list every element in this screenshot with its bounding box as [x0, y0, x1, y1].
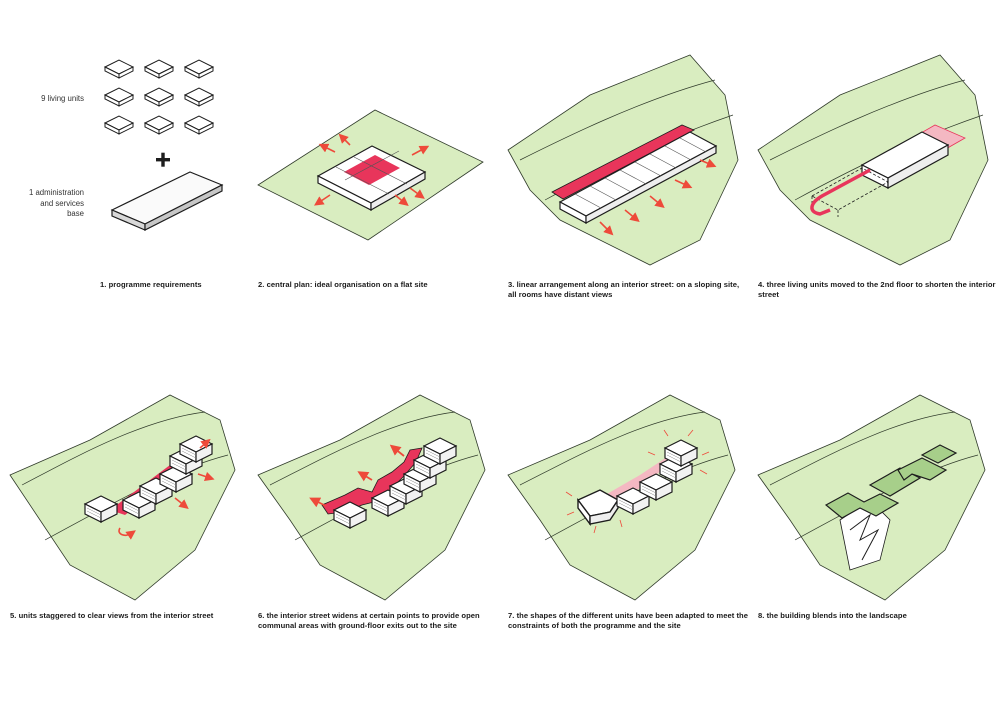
shortened-street-arrow [810, 168, 871, 216]
panel-shapes-adapted [507, 394, 736, 601]
label-admin-line1: 1 administration [28, 188, 84, 197]
caption-8: 8. the building blends into the landscap… [758, 611, 907, 620]
label-admin-line2: and services [40, 198, 84, 208]
green-roof-building [824, 444, 958, 519]
caption-4: 4. three living units moved to the 2nd f… [758, 280, 996, 299]
label-living-units: 9 living units [41, 94, 84, 103]
panel-linear-arrangement [507, 54, 739, 266]
adapted-units [576, 439, 698, 527]
caption-7: 7. the shapes of the different units hav… [508, 611, 749, 630]
caption-3: 3. linear arrangement along an interior … [508, 280, 740, 299]
panel-programme-requirements [104, 59, 224, 231]
panel-blends-landscape [757, 394, 986, 601]
label-administration-base: 1 administration and services base [10, 188, 84, 220]
panel-second-floor [757, 54, 989, 266]
caption-6: 6. the interior street widens at certain… [258, 611, 480, 630]
panel-street-widens [257, 394, 486, 601]
interior-street [551, 124, 695, 200]
label-admin-line3: base [67, 209, 84, 218]
caption-5: 5. units staggered to clear views from t… [10, 611, 214, 620]
living-unit-tiles [104, 59, 214, 135]
panel-central-plan [257, 109, 484, 241]
administration-base-slab [110, 171, 224, 231]
caption-1: 1. programme requirements [100, 280, 202, 289]
panel-units-staggered [9, 394, 236, 601]
caption-2: 2. central plan: ideal organisation on a… [258, 280, 428, 289]
plus-icon [156, 152, 170, 167]
central-street [344, 155, 400, 185]
view-arrows [314, 133, 430, 206]
view-rays [565, 429, 710, 534]
